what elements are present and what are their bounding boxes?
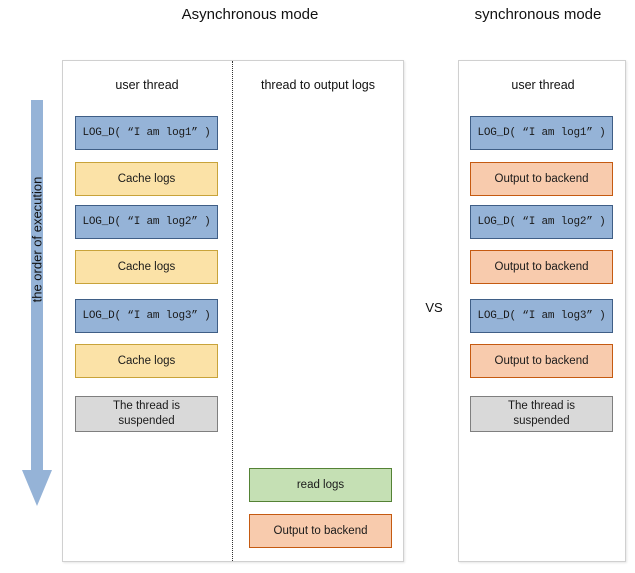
async-output-thread-header: thread to output logs	[261, 78, 375, 92]
async-mode-title: Asynchronous mode	[181, 6, 319, 23]
sync-step-backend2: Output to backend	[470, 250, 613, 284]
sync-step-log1: LOG_D( “I am log1” )	[470, 116, 613, 150]
execution-order-label: the order of execution	[29, 176, 45, 303]
async-step-read-logs: read logs	[249, 468, 392, 502]
sync-user-thread-header: user thread	[511, 78, 575, 92]
sync-step-log3: LOG_D( “I am log3” )	[470, 299, 613, 333]
async-step-cache2: Cache logs	[75, 250, 218, 284]
async-step-thread-suspended: The thread is suspended	[75, 396, 218, 432]
thread-divider-line	[232, 61, 233, 561]
sync-step-backend3: Output to backend	[470, 344, 613, 378]
sync-step-thread-suspended: The thread is suspended	[470, 396, 613, 432]
sync-step-log2: LOG_D( “I am log2” )	[470, 205, 613, 239]
vs-label: VS	[425, 300, 443, 315]
async-step-cache3: Cache logs	[75, 344, 218, 378]
async-step-log3: LOG_D( “I am log3” )	[75, 299, 218, 333]
async-user-thread-header: user thread	[115, 78, 179, 92]
async-step-output-to-backend: Output to backend	[249, 514, 392, 548]
sync-mode-title: synchronous mode	[474, 6, 602, 23]
async-step-cache1: Cache logs	[75, 162, 218, 196]
execution-order-arrow	[18, 100, 56, 508]
async-step-log2: LOG_D( “I am log2” )	[75, 205, 218, 239]
sync-step-backend1: Output to backend	[470, 162, 613, 196]
async-step-log1: LOG_D( “I am log1” )	[75, 116, 218, 150]
